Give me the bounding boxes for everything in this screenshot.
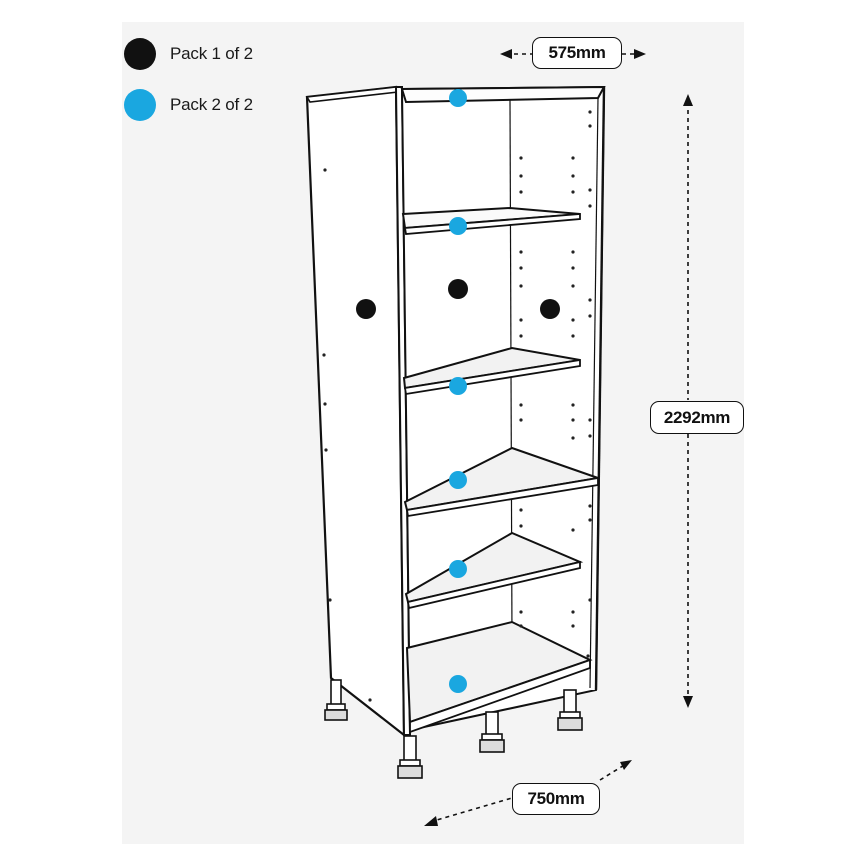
leg-back-left (324, 679, 348, 721)
shelf-4 (404, 531, 584, 610)
bottom-panel (405, 620, 593, 734)
peg-holes (322, 110, 592, 702)
right-inner-panel (510, 87, 604, 690)
legend-pack-1: Pack 1 of 2 (124, 38, 253, 70)
width-line-left (429, 797, 513, 823)
pack-1-markers (356, 279, 560, 319)
pack-2-label: Pack 2 of 2 (170, 95, 253, 114)
arrow-depth-left (500, 49, 512, 59)
dimension-lines (429, 53, 689, 823)
arrow-depth-right (634, 49, 646, 59)
arrow-height-bottom (683, 696, 693, 708)
shelf-2 (402, 346, 581, 396)
arrow-height-top (683, 94, 693, 106)
pack-1-marker-right-panel (540, 299, 560, 319)
leg-front-mid (479, 711, 505, 753)
pack-2-marker-shelf-2 (449, 377, 467, 395)
depth-dimension-label: 575mm (532, 37, 622, 69)
pack-1-label: Pack 1 of 2 (170, 44, 253, 63)
leg-front-left (397, 735, 423, 779)
front-left-stile (394, 86, 412, 736)
pack-1-dot-icon (124, 38, 156, 70)
pack-2-marker-top (449, 89, 467, 107)
leg-front-right (557, 689, 583, 731)
shelf-1 (401, 206, 581, 235)
legs (324, 679, 583, 779)
height-dimension-label: 2292mm (650, 401, 744, 434)
pack-1-marker-side-panel (356, 299, 376, 319)
pack-2-marker-bottom (449, 675, 467, 693)
arrow-width-left (424, 816, 438, 826)
legend-pack-2: Pack 2 of 2 (124, 89, 253, 121)
right-front-edge (594, 86, 606, 691)
shelf-3 (403, 446, 599, 518)
pack-2-marker-shelf-4 (449, 560, 467, 578)
right-inner-edge (589, 97, 599, 689)
width-dimension-label: 750mm (512, 783, 600, 815)
pack-2-marker-shelf-3 (449, 471, 467, 489)
pack-2-markers (449, 89, 467, 693)
pack-2-dot-icon (124, 89, 156, 121)
pack-1-marker-back-panel (448, 279, 468, 299)
pack-2-marker-shelf-1 (449, 217, 467, 235)
width-line-right (599, 763, 627, 781)
arrow-width-right (620, 760, 632, 770)
dimension-arrowheads (424, 49, 693, 826)
